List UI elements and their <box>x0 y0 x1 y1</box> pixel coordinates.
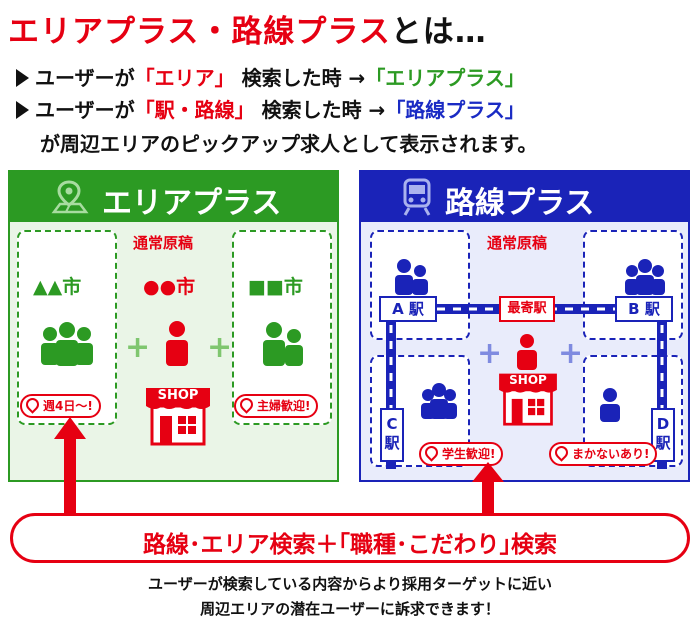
area-plus-heading: エリアプラス <box>102 186 282 221</box>
people-group-icon <box>41 322 93 366</box>
area-right-zone <box>232 230 332 425</box>
explain-line-result: が周辺エリアのピックアップ求人として表示されます。 <box>40 132 538 156</box>
line2-prefix: ユーザーが <box>35 98 135 122</box>
line1-prefix: ユーザーが <box>35 66 135 90</box>
tag-text: 学生歓迎! <box>442 447 496 461</box>
station-a: A 駅 <box>379 296 437 322</box>
map-pin-icon <box>51 180 89 214</box>
plus-icon: + <box>558 336 584 371</box>
people-group-icon <box>625 259 665 295</box>
people-pair-icon <box>395 259 428 295</box>
search-combination-text: 路線･エリア検索＋｢職種･こだわり｣検索 <box>143 532 557 558</box>
shop-icon <box>146 388 210 446</box>
line2-keyword: 「駅・路線」 <box>134 98 255 122</box>
railway-lines <box>386 304 667 469</box>
title-main: エリアプラス・路線プラス <box>8 14 391 50</box>
tag-bubble: まかないあり! <box>549 442 658 466</box>
explain-line-route: ユーザーが「駅・路線」 検索した時 →「路線プラス」 <box>16 94 525 123</box>
tag-text: まかないあり! <box>572 447 650 461</box>
location-pin-icon <box>23 395 42 414</box>
station-d-kanji: 駅 <box>655 434 671 452</box>
footer-line-1: ユーザーが検索している内容からより採用ターゲットに近い <box>148 575 552 593</box>
route-plus-panel: 路線プラス 通常原稿 A 駅 B 駅 最寄駅 C 駅 <box>359 170 690 482</box>
shop-label: SHOP <box>157 388 199 403</box>
station-c-kanji: 駅 <box>384 434 400 452</box>
route-plus-header: 路線プラス <box>361 172 688 222</box>
bullet-triangle-icon <box>16 69 29 87</box>
city-left-label: ▲▲市 <box>33 276 82 298</box>
city-center-label: ●●市 <box>143 276 196 298</box>
city-right-label: ■■市 <box>248 276 303 298</box>
people-group-icon <box>421 383 457 419</box>
station-c-letter: C <box>386 415 398 433</box>
tag-text: 週4日〜! <box>43 399 93 413</box>
location-pin-icon <box>552 443 571 462</box>
area-plus-panel: エリアプラス 通常原稿 ▲▲市 ●●市 ■■市 + + SHOP 週4日〜! 主… <box>8 170 339 482</box>
plus-icon: + <box>477 336 503 371</box>
line2-mid: 検索した時 → <box>261 98 386 122</box>
footer-line-2: 周辺エリアの潜在ユーザーに訴求できます！ <box>200 600 500 618</box>
route-plus-heading: 路線プラス <box>445 186 595 221</box>
tag-text: 主婦歓迎! <box>257 399 311 413</box>
tag-bubble: 週4日〜! <box>20 394 101 418</box>
plus-icon: + <box>125 330 151 365</box>
line1-keyword: 「エリア」 <box>134 66 235 90</box>
line1-mid: 検索した時 → <box>241 66 366 90</box>
arrow-up-icon <box>472 462 504 513</box>
station-d-letter: D <box>656 415 670 433</box>
people-pair-icon <box>263 322 303 366</box>
station-c: C 駅 <box>380 408 404 462</box>
line2-result: 「路線プラス」 <box>385 98 525 122</box>
plus-icon: + <box>207 330 233 365</box>
location-pin-icon <box>422 443 441 462</box>
tag-bubble: 学生歓迎! <box>419 442 504 466</box>
explain-line-area: ユーザーが「エリア」 検索した時 →「エリアプラス」 <box>16 62 525 91</box>
station-nearest: 最寄駅 <box>499 296 555 322</box>
tag-bubble: 主婦歓迎! <box>234 394 319 418</box>
train-icon <box>403 178 431 216</box>
bullet-triangle-icon <box>16 101 29 119</box>
arrow-up-icon <box>54 417 86 513</box>
area-center-label: 通常原稿 <box>133 234 194 252</box>
area-plus-header: エリアプラス <box>10 172 337 222</box>
station-b: B 駅 <box>615 296 673 322</box>
title-suffix: とは… <box>390 14 487 50</box>
location-pin-icon <box>237 395 256 414</box>
search-combination-bar: 路線･エリア検索＋｢職種･こだわり｣検索 <box>10 513 690 563</box>
person-icon <box>600 388 620 422</box>
shop-label: SHOP <box>509 373 547 387</box>
shop-icon <box>499 373 557 426</box>
person-icon <box>517 334 537 370</box>
page-title: エリアプラス・路線プラスとは… <box>8 6 487 51</box>
person-icon <box>166 321 188 366</box>
route-center-label: 通常原稿 <box>487 234 548 252</box>
line1-result: 「エリアプラス」 <box>365 66 525 90</box>
